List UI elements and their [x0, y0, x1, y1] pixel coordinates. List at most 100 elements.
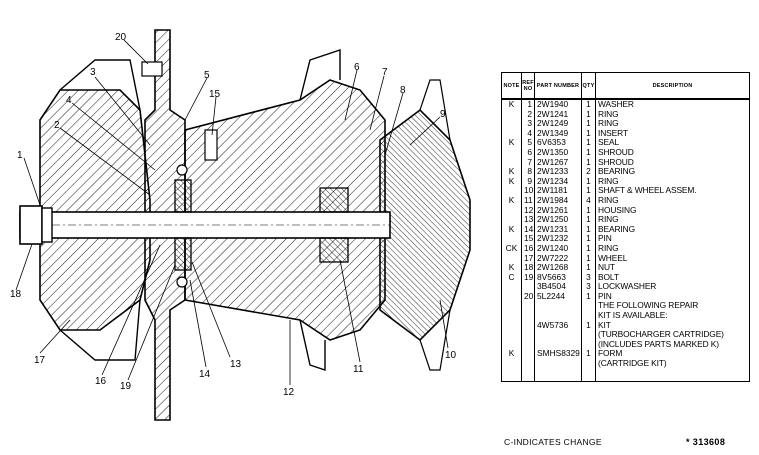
cell-qty: 1: [581, 119, 596, 129]
cell-desc: PIN: [595, 234, 750, 244]
cell-note: K: [501, 99, 522, 110]
table-header-row: NOTE REF NO PART NUMBER QTY DESCRIPTION: [501, 72, 750, 100]
cell-qty: 1: [581, 99, 596, 110]
callout-6: 6: [354, 62, 360, 73]
cell-note: K: [501, 167, 522, 177]
cell-note: [501, 157, 522, 168]
cell-ref: 9: [521, 176, 535, 187]
callout-5: 5: [204, 70, 210, 81]
cell-note: C: [501, 272, 522, 283]
table-row: (INCLUDES PARTS MARKED K): [501, 339, 750, 350]
change-footnote: C-INDICATES CHANGE: [504, 437, 602, 447]
cell-desc: NUT: [595, 263, 750, 273]
cell-note: K: [501, 195, 522, 206]
cell-part: SMHS8329: [534, 349, 582, 360]
cell-note: [501, 234, 522, 244]
cell-qty: 1: [581, 215, 596, 225]
bearings: [174, 129, 349, 288]
cell-part: 2W1240: [534, 243, 582, 254]
cell-desc: RING: [595, 215, 750, 225]
cell-ref: [521, 349, 535, 360]
cell-part: 3B4504: [534, 282, 582, 292]
cell-part: 2W1350: [534, 147, 582, 158]
cell-desc: RING: [595, 119, 750, 129]
cell-part: 2W1984: [534, 195, 582, 206]
cell-part: 2W1234: [534, 176, 582, 187]
cell-qty: 1: [581, 138, 596, 148]
cell-desc: (INCLUDES PARTS MARKED K): [595, 339, 750, 350]
cell-qty: 1: [581, 263, 596, 273]
cell-qty: 1: [581, 224, 596, 235]
cell-part: 2W1231: [534, 224, 582, 235]
callout-15: 15: [209, 89, 221, 100]
cell-note: [501, 359, 522, 383]
cell-qty: 1: [581, 291, 596, 302]
header-ref-no: REF NO: [521, 72, 535, 100]
cell-note: K: [501, 224, 522, 235]
cell-note: [501, 205, 522, 216]
cell-note: K: [501, 138, 522, 148]
callout-13: 13: [230, 359, 242, 370]
cell-ref: [521, 311, 535, 321]
cell-qty: 1: [581, 176, 596, 187]
cell-ref: 11: [521, 195, 535, 206]
cell-ref: [521, 320, 535, 331]
cell-part: 2W1249: [534, 119, 582, 129]
cell-ref: 16: [521, 243, 535, 254]
callout-8: 8: [400, 85, 406, 96]
cell-note: [501, 339, 522, 350]
cell-ref: [521, 282, 535, 292]
cell-part: 2W1250: [534, 215, 582, 225]
cell-ref: 12: [521, 205, 535, 216]
cell-part: 2W1940: [534, 99, 582, 110]
cell-part: 2W1267: [534, 157, 582, 168]
cell-note: [501, 119, 522, 129]
cell-ref: 19: [521, 272, 535, 283]
cell-desc: SEAL: [595, 138, 750, 148]
compressor-wheel: [39, 59, 151, 361]
cell-part: 8V5663: [534, 272, 582, 283]
callout-2: 2: [54, 120, 60, 131]
cell-qty: 1: [581, 147, 596, 158]
cell-ref: 7: [521, 157, 535, 168]
cell-part: [534, 311, 582, 321]
cell-qty: 1: [581, 157, 596, 168]
cell-desc: RING: [595, 109, 750, 120]
cell-note: [501, 147, 522, 158]
cell-qty: 1: [581, 253, 596, 264]
shaft: [19, 205, 391, 245]
cell-ref: 20: [521, 291, 535, 302]
cell-part: 2W1261: [534, 205, 582, 216]
callout-4: 4: [66, 95, 72, 106]
cell-ref: 6: [521, 147, 535, 158]
cell-note: [501, 215, 522, 225]
cell-desc: RING: [595, 176, 750, 187]
header-note: NOTE: [501, 72, 522, 100]
cell-desc: BOLT: [595, 272, 750, 283]
cell-qty: 3: [581, 282, 596, 292]
cell-ref: 4: [521, 128, 535, 139]
cell-ref: [521, 359, 535, 383]
cell-ref: 17: [521, 253, 535, 264]
cell-qty: 1: [581, 320, 596, 331]
table-row: KIT IS AVAILABLE:: [501, 311, 750, 321]
cell-note: [501, 330, 522, 340]
header-part-number: PART NUMBER: [534, 72, 582, 100]
cell-desc: KIT: [595, 320, 750, 331]
cell-qty: 1: [581, 349, 596, 360]
cell-part: 2W1181: [534, 186, 582, 196]
cell-ref: [521, 301, 535, 312]
